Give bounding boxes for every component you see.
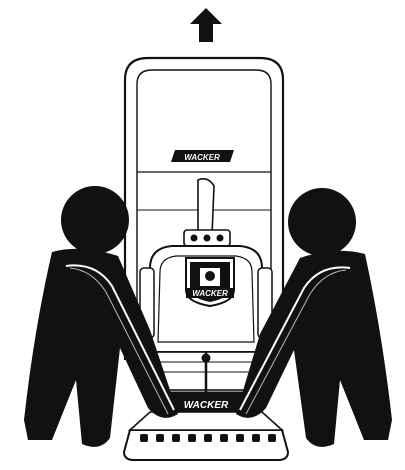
base-plate-ribs <box>140 434 276 442</box>
up-arrow-icon <box>190 8 222 42</box>
machine-tank <box>184 179 230 246</box>
left-person-head <box>61 186 129 254</box>
right-person-head <box>288 188 356 256</box>
base-plate-label: WACKER <box>184 400 229 411</box>
wacker-logo: WACKER <box>186 258 234 306</box>
logo-label: WACKER <box>192 289 228 298</box>
frame-badge-label: WACKER <box>184 153 220 162</box>
frame-badge: WACKER <box>171 150 234 162</box>
